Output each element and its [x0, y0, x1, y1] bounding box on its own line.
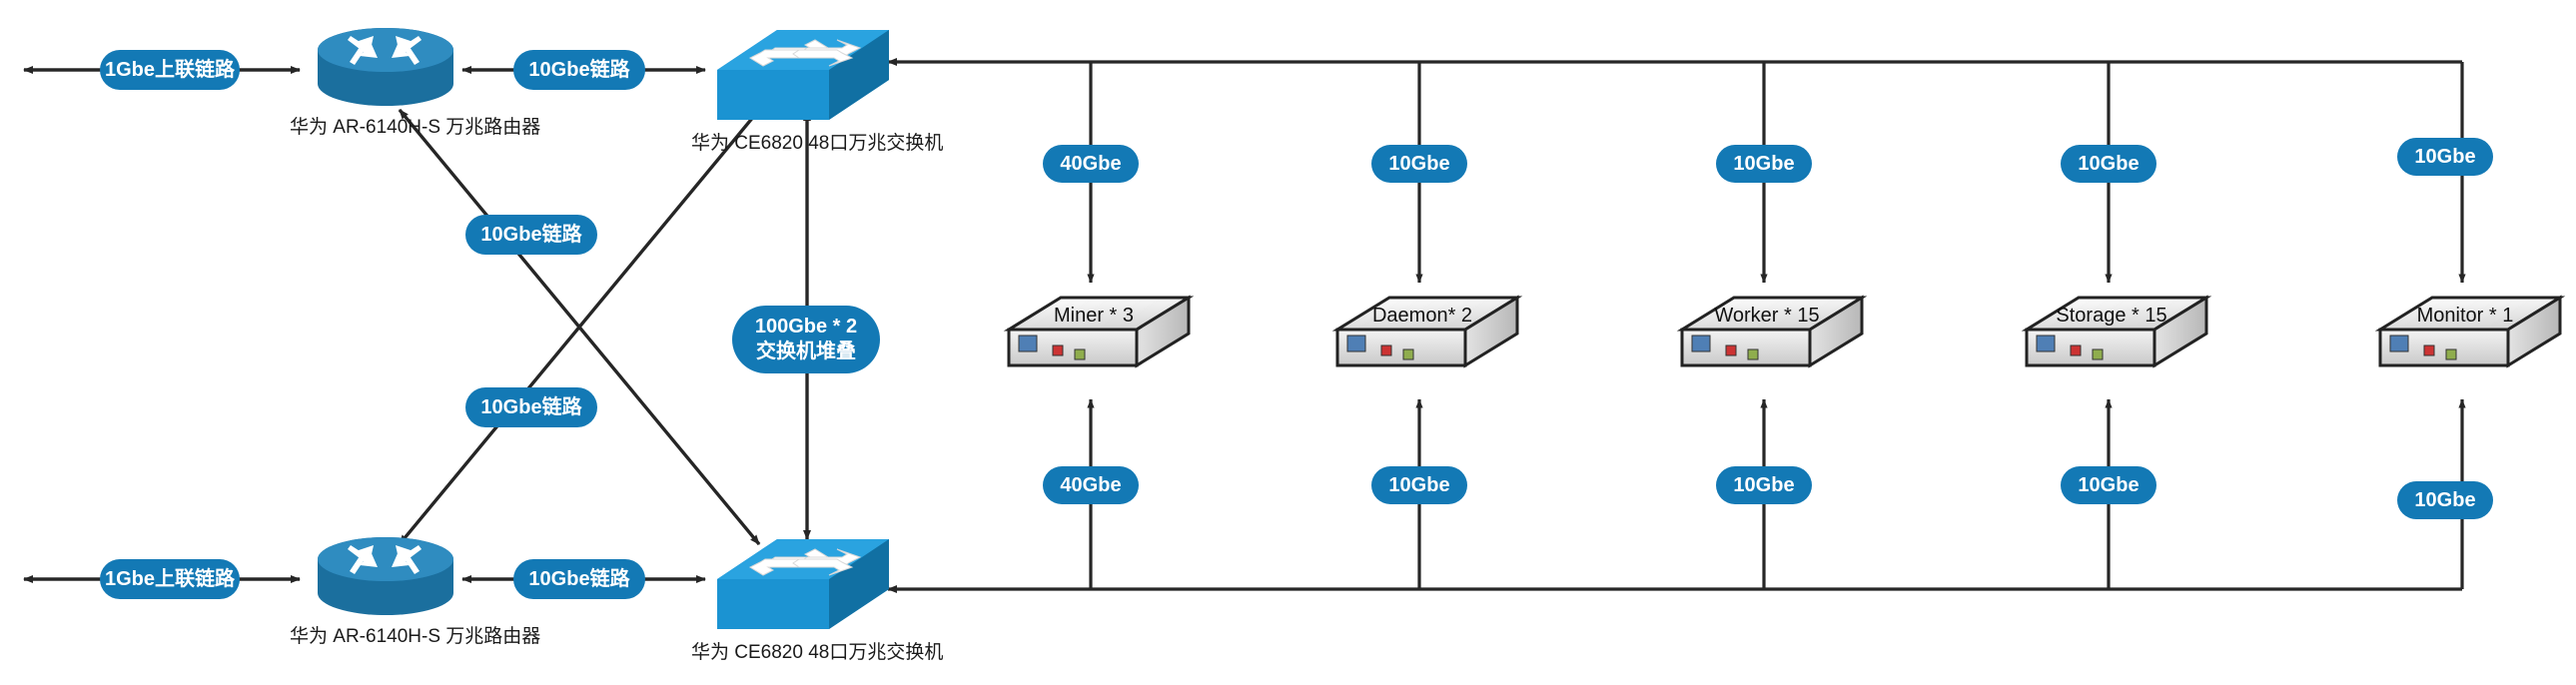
link-label-bottom-drop-1[interactable]: 40Gbe	[1043, 466, 1139, 504]
router-icon	[318, 537, 453, 615]
server-icon	[2021, 295, 2212, 368]
stack-line-1: 100Gbe * 2	[754, 316, 858, 338]
server-icon	[2374, 295, 2566, 368]
server-icon	[1003, 295, 1195, 368]
link-label-uplink-top[interactable]: 1Gbe上联链路	[100, 50, 240, 90]
link-label-top-drop-5[interactable]: 10Gbe	[2397, 138, 2493, 176]
link-label-cross-upper[interactable]: 10Gbe链路	[465, 215, 597, 255]
stack-line-2: 交换机堆叠	[756, 341, 856, 362]
switch-icon	[717, 539, 889, 629]
link-label-uplink-bottom[interactable]: 1Gbe上联链路	[100, 559, 240, 599]
server-label-storage: Storage * 15	[2056, 305, 2167, 327]
router-top-caption: 华为 AR-6140H-S 万兆路由器	[290, 117, 541, 138]
server-icon	[1331, 295, 1523, 368]
server-label-miner: Miner * 3	[1053, 305, 1135, 327]
server-icon	[1676, 295, 1868, 368]
switch-icon	[717, 30, 889, 120]
link-label-bottom-drop-5[interactable]: 10Gbe	[2397, 481, 2493, 519]
link-label-top-drop-3[interactable]: 10Gbe	[1716, 145, 1812, 183]
link-label-bottom-drop-4[interactable]: 10Gbe	[2061, 466, 2156, 504]
link-label-top-drop-2[interactable]: 10Gbe	[1371, 145, 1467, 183]
router-bottom-caption: 华为 AR-6140H-S 万兆路由器	[290, 626, 541, 647]
link-label-top-drop-1[interactable]: 40Gbe	[1043, 145, 1139, 183]
switch-top-caption: 华为 CE6820 48口万兆交换机	[691, 133, 944, 154]
link-label-router-switch-top[interactable]: 10Gbe链路	[513, 50, 645, 90]
server-label-worker: Worker * 15	[1714, 305, 1820, 327]
router-icon	[318, 28, 453, 106]
link-label-cross-lower[interactable]: 10Gbe链路	[465, 387, 597, 427]
link-label-top-drop-4[interactable]: 10Gbe	[2061, 145, 2156, 183]
link-label-bottom-drop-3[interactable]: 10Gbe	[1716, 466, 1812, 504]
link-label-switch-stack[interactable]: 100Gbe * 2 交换机堆叠	[732, 306, 880, 373]
switch-bottom-caption: 华为 CE6820 48口万兆交换机	[691, 642, 944, 663]
link-label-router-switch-bottom[interactable]: 10Gbe链路	[513, 559, 645, 599]
server-label-daemon: Daemon* 2	[1371, 305, 1473, 327]
link-label-bottom-drop-2[interactable]: 10Gbe	[1371, 466, 1467, 504]
server-label-monitor: Monitor * 1	[2416, 305, 2514, 327]
